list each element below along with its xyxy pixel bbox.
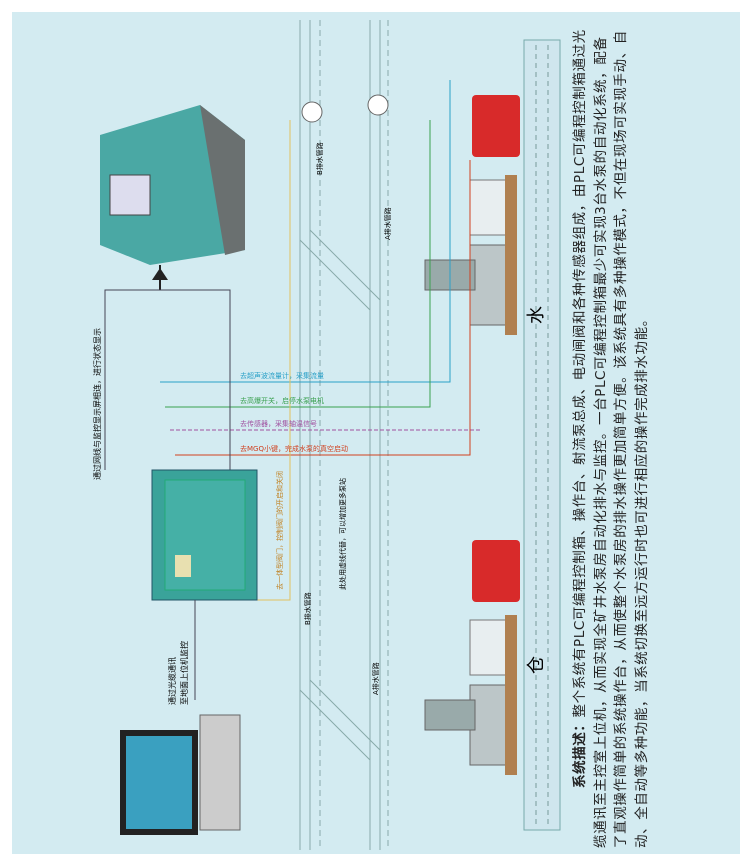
- pump-unit-1: [424, 95, 520, 335]
- water-sump: [523, 39, 561, 831]
- flowmeter-line: [160, 80, 451, 383]
- pump-unit-2: [424, 540, 520, 775]
- flowmeter-label: 去超声波流量计，采集流量: [240, 371, 324, 380]
- gauge-icon: [367, 94, 389, 116]
- switch-line: [165, 120, 431, 408]
- sensor-label: 去传感器，采集轴温信号: [240, 419, 317, 428]
- system-description: 系统描述：整个系统有PLC可编程控制箱、操作台、射流泵总成、电动闸阀和各种传感器…: [570, 28, 654, 848]
- mgq-line: [175, 160, 471, 456]
- pipe-a-label: A排水管路: [371, 662, 380, 695]
- drain-pipes: [299, 20, 389, 850]
- arrow-icon: [152, 268, 168, 280]
- pipe-b-label: B排水管路: [303, 592, 312, 625]
- mgq-label: 去MGQ小键，完成水泵的真空启动: [240, 444, 348, 453]
- pipe-a-label: A排水管路: [383, 207, 392, 240]
- switch-label: 去高爆开关，启停水泵电机: [240, 396, 324, 405]
- pipe-b-label: B排水管路: [315, 142, 324, 175]
- valve-label: 去一体型阀门，控制阀门的开启和关闭: [275, 471, 284, 590]
- gauge-icon: [301, 101, 323, 123]
- fiber-note-1: 通过光缆通讯: [167, 657, 177, 705]
- console-line: [104, 289, 231, 470]
- console-note: 通过网线与监控显示屏相连，进行状态显示: [92, 328, 102, 480]
- sump-label-1: 水: [526, 306, 547, 324]
- host-computer: [120, 714, 241, 835]
- fiber-note-2: 至地面上位机监控: [179, 641, 189, 705]
- description-heading: 系统描述：: [572, 717, 588, 789]
- operation-console: [100, 105, 245, 265]
- plc-control-cabinet: [151, 469, 258, 601]
- sump-label-2: 仓: [526, 656, 547, 674]
- dashed-note: 此处用虚线代替，可以增加更多泵站: [338, 478, 347, 590]
